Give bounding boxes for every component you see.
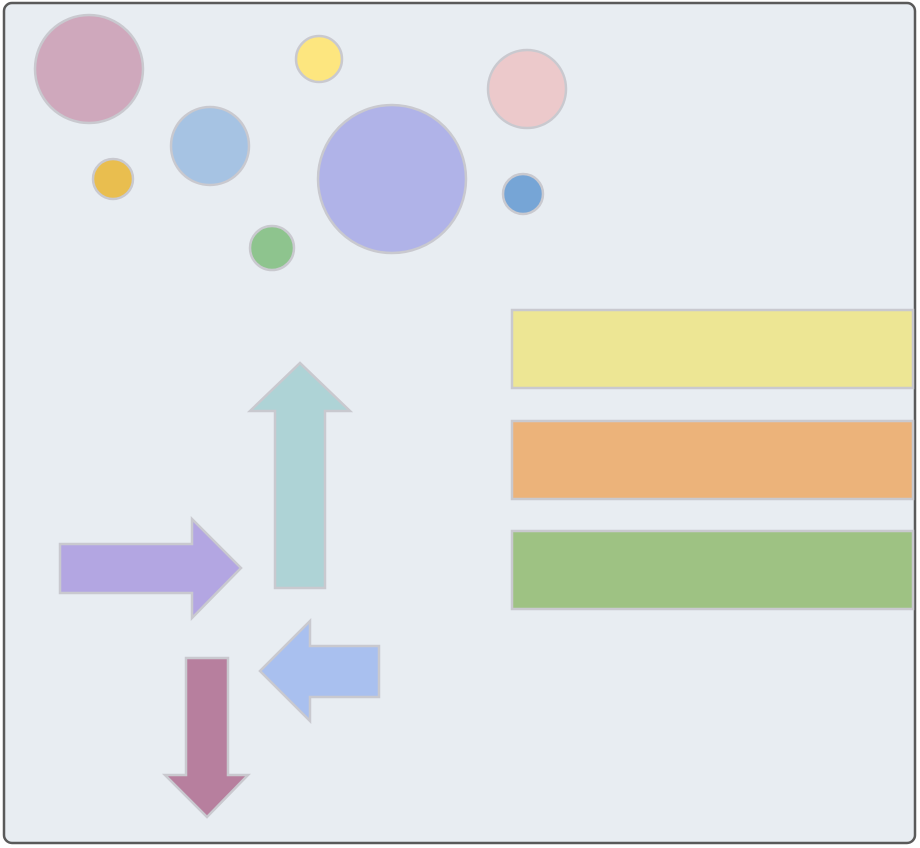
bar-green bbox=[510, 529, 915, 611]
arrow-left bbox=[258, 617, 381, 725]
circle-green-small bbox=[248, 224, 296, 272]
circle-sky-blue bbox=[169, 105, 251, 187]
arrow-down bbox=[161, 656, 251, 819]
arrow-up bbox=[246, 361, 354, 590]
circle-pink bbox=[486, 48, 568, 130]
circle-yellow-small bbox=[294, 34, 344, 84]
circle-gold-small bbox=[91, 157, 135, 201]
bar-orange bbox=[510, 419, 915, 501]
arrow-right bbox=[58, 515, 243, 622]
circle-lavender-large bbox=[316, 103, 468, 255]
circle-mauve-large bbox=[33, 13, 145, 125]
circle-blue-small bbox=[501, 172, 545, 216]
bar-yellow bbox=[510, 308, 915, 390]
